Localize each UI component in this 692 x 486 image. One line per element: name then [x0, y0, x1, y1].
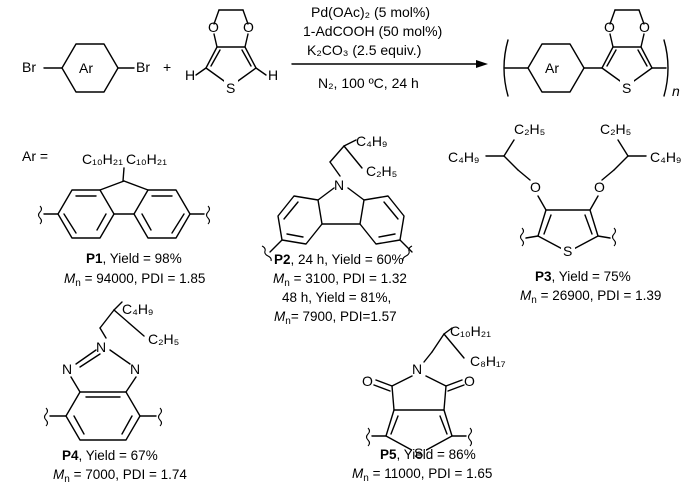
carbonyl-oxygen-right: O — [464, 373, 475, 389]
svg-text:C₂H₅: C₂H₅ — [600, 121, 631, 137]
reactant-dibromoarene: Br Ar Br — [22, 43, 150, 93]
structure-p4-benzotriazole: C₄H₉ C₂H₅ N N N — [43, 301, 179, 441]
bromine-right: Br — [136, 59, 150, 75]
svg-text:Mn = 94000, PDI = 1.85: Mn = 94000, PDI = 1.85 — [64, 271, 205, 289]
svg-text:Mn = 26900, PDI = 1.39: Mn = 26900, PDI = 1.39 — [520, 288, 661, 306]
svg-text:P2, 24 h, Yield = 60%: P2, 24 h, Yield = 60% — [274, 252, 403, 267]
caption-p1: P1, Yield = 98% Mn = 94000, PDI = 1.85 — [64, 251, 205, 289]
caption-p5: P5, Yield = 86% Mn = 11000, PDI = 1.65 — [352, 447, 492, 484]
triazole-n1: N — [62, 361, 72, 377]
caption-p4: P4, Yield = 67% Mn = 7000, PDI = 1.74 — [53, 448, 187, 485]
svg-text:Mn = 3100, PDI = 1.32: Mn = 3100, PDI = 1.32 — [273, 271, 407, 289]
ar-definition-label: Ar = — [22, 148, 48, 164]
svg-text:C₄H₉: C₄H₉ — [448, 149, 480, 165]
condition-base: K₂CO₃ (2.5 equiv.) — [307, 42, 421, 58]
product-sulfur: S — [622, 80, 631, 96]
ar-label-reactant: Ar — [79, 60, 93, 76]
product-oxygen-right: O — [639, 19, 650, 35]
h-right: H — [268, 67, 278, 83]
svg-text:C₄H₉: C₄H₉ — [650, 149, 682, 165]
carbazole-nitrogen: N — [334, 177, 344, 193]
product-polymer: Ar O O S n — [503, 9, 680, 99]
svg-text:P1, Yield = 98%: P1, Yield = 98% — [86, 251, 182, 266]
oxygen-left: O — [208, 19, 219, 35]
svg-text:C₈H₁₇: C₈H₁₇ — [470, 353, 506, 369]
oxygen-p3-right: O — [594, 179, 605, 195]
svg-text:P4, Yield = 67%: P4, Yield = 67% — [62, 448, 158, 463]
repeat-unit-n: n — [672, 83, 680, 99]
caption-p3: P3, Yield = 75% Mn = 26900, PDI = 1.39 — [520, 269, 661, 306]
condition-catalyst: Pd(OAc)₂ (5 mol%) — [311, 4, 430, 20]
h-left: H — [185, 67, 195, 83]
carbonyl-oxygen-left: O — [362, 373, 373, 389]
svg-text:C₂H₅: C₂H₅ — [514, 121, 545, 137]
condition-additive: 1-AdCOOH (50 mol%) — [303, 23, 442, 39]
structure-p2-carbazole: C₄H₉ C₂H₅ N — [261, 133, 413, 262]
reactant-edot: H H O O S — [185, 9, 278, 96]
svg-text:C₁₀H₂₁: C₁₀H₂₁ — [126, 151, 167, 167]
svg-text:48 h, Yield = 81%,: 48 h, Yield = 81%, — [282, 290, 391, 305]
triazole-n2: N — [96, 339, 106, 355]
structure-p5-thienopyrroledione: C₁₀H₂₁ C₈H₁₇ N O O S — [362, 323, 506, 461]
structure-p3-dialkoxythiophene: C₂H₅ C₂H₅ C₄H₉ C₄H₉ O O S — [448, 121, 682, 259]
sulfur: S — [226, 80, 235, 96]
sulfur-p5: S — [414, 445, 423, 461]
oxygen-p3-left: O — [530, 179, 541, 195]
svg-text:C₂H₅: C₂H₅ — [148, 331, 179, 347]
caption-p2: P2, 24 h, Yield = 60% Mn = 3100, PDI = 1… — [273, 252, 407, 327]
imide-nitrogen: N — [412, 361, 422, 377]
svg-text:P5, Yield = 86%: P5, Yield = 86% — [380, 447, 476, 462]
ar-label-product: Ar — [545, 60, 559, 76]
plus-sign: + — [163, 59, 171, 75]
svg-text:C₄H₉: C₄H₉ — [356, 133, 388, 149]
reaction-conditions: Pd(OAc)₂ (5 mol%) 1-AdCOOH (50 mol%) K₂C… — [291, 4, 488, 91]
product-oxygen-left: O — [604, 19, 615, 35]
svg-text:C₁₀H₂₁: C₁₀H₂₁ — [82, 151, 123, 167]
condition-atmosphere: N₂, 100 ºC, 24 h — [318, 75, 419, 91]
svg-text:Mn= 7900, PDI=1.57: Mn= 7900, PDI=1.57 — [274, 309, 397, 327]
svg-text:C₂H₅: C₂H₅ — [366, 163, 397, 179]
svg-text:Mn = 11000, PDI = 1.65: Mn = 11000, PDI = 1.65 — [352, 466, 492, 484]
structure-p1-fluorene: C₁₀H₂₁ C₁₀H₂₁ — [37, 151, 211, 239]
svg-text:Mn = 7000, PDI = 1.74: Mn = 7000, PDI = 1.74 — [53, 467, 187, 485]
svg-text:P3, Yield = 75%: P3, Yield = 75% — [535, 269, 631, 284]
svg-text:C₁₀H₂₁: C₁₀H₂₁ — [450, 323, 491, 339]
svg-text:C₄H₉: C₄H₉ — [122, 301, 154, 317]
sulfur-p3: S — [563, 243, 572, 259]
triazole-n3: N — [130, 361, 140, 377]
oxygen-right: O — [243, 19, 254, 35]
bromine-left: Br — [22, 59, 36, 75]
